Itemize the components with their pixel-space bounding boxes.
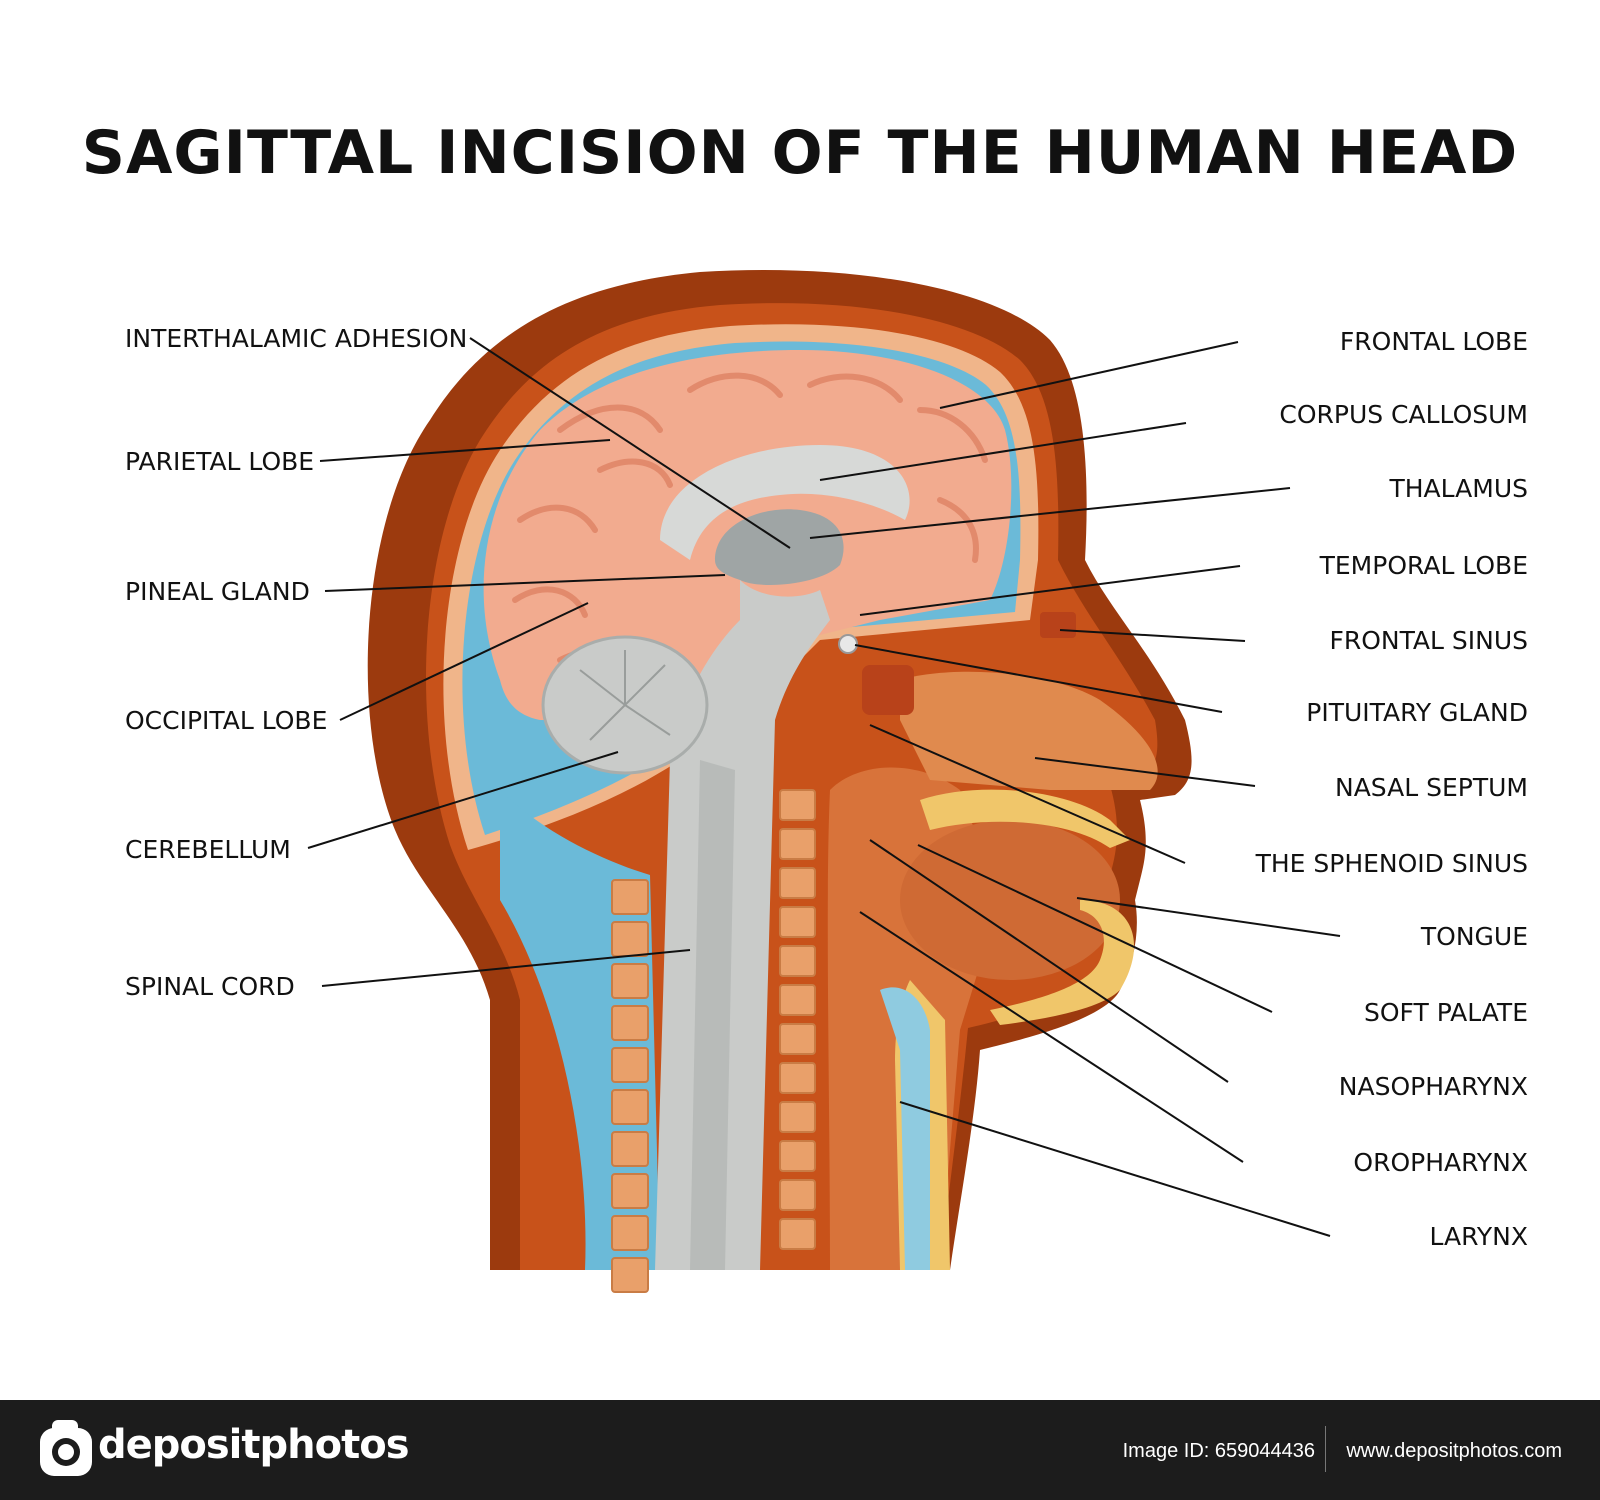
leader-corpus-callosum <box>819 422 1187 481</box>
image-id: Image ID: 659044436 <box>1122 1440 1315 1462</box>
leader-nasal-septum <box>1034 757 1256 787</box>
vertebra-segment <box>611 1131 649 1167</box>
camera-logo-icon <box>40 1420 92 1476</box>
label-soft-palate: SOFT PALATE <box>1363 998 1528 1027</box>
vertebra-segment <box>779 1023 816 1055</box>
vertebra-segment <box>611 963 649 999</box>
palate-bone <box>920 789 1130 848</box>
brand-name: depositphotos <box>98 1422 410 1468</box>
vertebra-segment <box>779 906 816 938</box>
leader-spinal-cord <box>321 949 691 987</box>
leader-cerebellum <box>307 751 619 849</box>
leader-larynx <box>899 1101 1331 1237</box>
label-pineal-gland: PINEAL GLAND <box>125 577 310 606</box>
label-nasal-septum: NASAL SEPTUM <box>1335 773 1528 802</box>
footer-divider <box>1325 1426 1326 1472</box>
sphenoid-sinus <box>862 665 914 715</box>
vertebra-segment <box>779 1140 816 1172</box>
vertebra-segment <box>611 1173 649 1209</box>
frontal-sinus <box>1040 612 1076 638</box>
leader-pineal-gland <box>324 574 726 592</box>
label-frontal-lobe: FRONTAL LOBE <box>1339 327 1528 356</box>
vertebra-segment <box>779 867 816 899</box>
diagram-title: SAGITTAL INCISION OF THE HUMAN HEAD <box>81 118 1519 188</box>
label-cerebellum: CEREBELLUM <box>125 835 291 864</box>
vertebra-segment <box>611 1257 649 1293</box>
footer-bar: depositphotos Image ID: 659044436 www.de… <box>0 1400 1600 1500</box>
label-tongue: TONGUE <box>1420 922 1528 951</box>
leader-sphenoid-sinus <box>869 724 1186 864</box>
vertebra-segment <box>611 921 649 957</box>
vertebra-segment <box>611 1215 649 1251</box>
site-url-link[interactable]: www.depositphotos.com <box>1346 1440 1562 1462</box>
label-oropharynx: OROPHARYNX <box>1353 1148 1528 1177</box>
label-sphenoid-sinus: THE SPHENOID SINUS <box>1255 849 1528 878</box>
label-spinal-cord: SPINAL CORD <box>125 972 295 1001</box>
vertebra-segment <box>779 984 816 1016</box>
corpus-callosum <box>660 445 910 560</box>
leader-temporal-lobe <box>859 565 1241 616</box>
head-cross-section-diagram <box>307 269 1341 1293</box>
label-nasopharynx: NASOPHARYNX <box>1338 1072 1528 1101</box>
leader-occipital-lobe <box>339 602 589 721</box>
pituitary <box>838 634 858 654</box>
vertebra-segment <box>611 1089 649 1125</box>
label-temporal-lobe: TEMPORAL LOBE <box>1319 551 1528 580</box>
vertebra-segment <box>779 789 816 821</box>
label-frontal-sinus: FRONTAL SINUS <box>1329 626 1528 655</box>
leader-tongue <box>1076 897 1341 937</box>
vertebra-segment <box>779 1218 816 1250</box>
label-thalamus: THALAMUS <box>1389 474 1528 503</box>
vertebra-segment <box>779 1179 816 1211</box>
vertebrae-posterior <box>611 879 649 1293</box>
vertebra-segment <box>611 1005 649 1041</box>
vertebra-segment <box>611 1047 649 1083</box>
label-occipital-lobe: OCCIPITAL LOBE <box>125 706 328 735</box>
leader-thalamus <box>809 487 1291 539</box>
trachea-airway <box>880 987 930 1270</box>
thalamus <box>715 509 844 585</box>
label-corpus-callosum: CORPUS CALLOSUM <box>1279 400 1528 429</box>
label-interthalamic-adhesion: INTERTHALAMIC ADHESION <box>125 324 468 353</box>
leader-frontal-sinus <box>1059 629 1246 642</box>
vertebra-segment <box>611 879 649 915</box>
nasal-cavity <box>900 671 1158 790</box>
vertebra-segment <box>779 828 816 860</box>
vertebra-segment <box>779 945 816 977</box>
leader-interthalamic-adhesion <box>469 337 791 549</box>
leader-pituitary-gland <box>854 644 1223 713</box>
vertebrae-anterior <box>779 789 816 1250</box>
spinal-cord-core <box>690 760 735 1270</box>
leader-parietal-lobe <box>319 439 611 462</box>
vertebra-segment <box>779 1062 816 1094</box>
cerebellum-arbor <box>579 650 671 741</box>
vertebra-segment <box>779 1101 816 1133</box>
leader-frontal-lobe <box>939 341 1239 409</box>
leader-oropharynx <box>859 911 1244 1163</box>
leader-soft-palate <box>917 844 1273 1013</box>
label-pituitary-gland: PITUITARY GLAND <box>1306 698 1528 727</box>
label-larynx: LARYNX <box>1429 1222 1528 1251</box>
leader-nasopharynx <box>869 839 1229 1083</box>
tongue <box>900 820 1120 980</box>
label-parietal-lobe: PARIETAL LOBE <box>125 447 315 476</box>
leader-lines <box>307 337 1341 1237</box>
